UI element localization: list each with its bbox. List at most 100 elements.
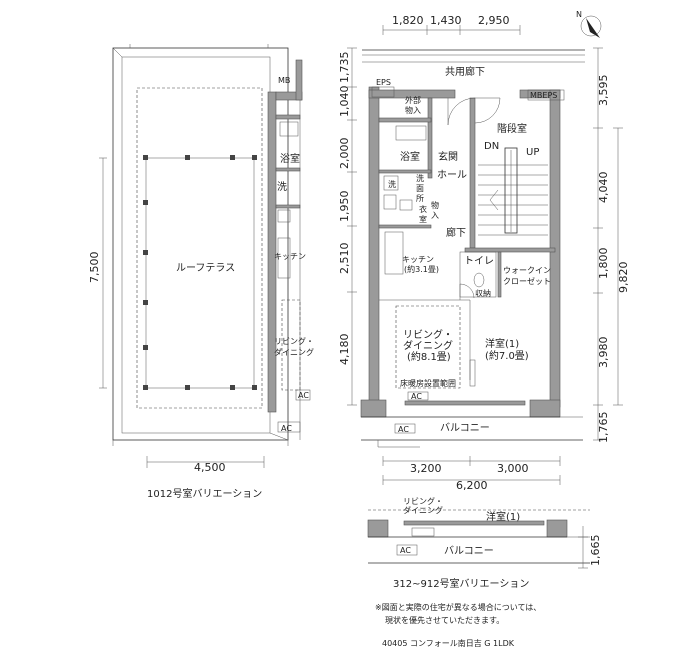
living-label-1: リビング・ (274, 336, 314, 346)
variation-dim: 1,665 (589, 535, 602, 567)
dim-top-2: 1,430 (430, 14, 462, 27)
dim-lines-bottom (382, 456, 561, 485)
kitchen-counter (384, 231, 404, 275)
eps-label: EPS (376, 78, 391, 87)
living-label-main-2: ダイニング (403, 339, 453, 352)
kitchen-label-2: (約3.1畳) (404, 264, 439, 274)
kitchen-label-1: キッチン (402, 255, 434, 264)
wardrobe-label-2: 室 (419, 214, 427, 224)
mbeps-box (527, 89, 565, 101)
compass-icon (580, 15, 602, 38)
unit-1012-caption: 1012号室バリエーション (147, 487, 262, 500)
variation-312-caption: 312~912号室バリエーション (393, 577, 529, 590)
dim-left-5: 2,510 (338, 243, 351, 275)
toilet-label: トイレ (464, 256, 494, 267)
closet-label-1: 物 (431, 200, 439, 210)
dim-right-6: 1,765 (597, 412, 610, 444)
dim-right-5: 3,980 (597, 337, 610, 369)
sink (383, 194, 397, 210)
floor-heating-label: 床暖房設置範囲 (400, 378, 456, 388)
toilet-bowl (473, 272, 485, 288)
walkin-label-1: ウォークイン (503, 266, 551, 275)
living-label-2: ダイニング (274, 347, 314, 357)
dim-1012-height: 7,500 (88, 252, 101, 284)
dim-left-2: 1,040 (338, 86, 351, 118)
mb-label: MB (278, 76, 290, 85)
footer-text: 40405 コンフォール南日吉 G 1LDK (382, 638, 515, 648)
note-line-2: 現状を優先させていただきます。 (385, 615, 504, 625)
note-line-1: ※図面と実際の住宅が異なる場合については、 (375, 602, 541, 612)
hall-label: ホール (437, 169, 467, 181)
up-label: UP (526, 147, 539, 158)
outdoor-storage-label-1: 外部 (405, 95, 421, 105)
variation-balcony-label: バルコニー (444, 545, 494, 557)
outdoor-storage-label-2: 物入 (405, 105, 421, 115)
stairwell-label: 階段室 (497, 122, 527, 135)
dim-left-1: 1,735 (338, 52, 351, 84)
washroom-label-1: 洗 (416, 173, 424, 183)
variation-living-label-2: ダイニング (403, 505, 443, 515)
toilet-door (459, 283, 475, 300)
dim-left-3: 2,000 (338, 138, 351, 170)
eps-box (371, 86, 395, 98)
entry-door (447, 97, 476, 126)
dim-lines-right (593, 47, 623, 441)
living-label-main-1: リビング・ (403, 328, 453, 341)
ac-label-1: AC (298, 391, 309, 400)
entrance-label: 玄関 (438, 150, 458, 163)
roof-terrace-label: ルーフテラス (176, 262, 235, 274)
stair-door (474, 97, 501, 124)
dim-right-1: 3,595 (597, 75, 610, 107)
laundry-label: 洗 (277, 181, 287, 193)
variation-western-label: 洋室(1) (486, 510, 520, 523)
western-label-2: (約7.0畳) (485, 349, 529, 362)
dim-bottom-1: 3,200 (410, 462, 442, 475)
bath-label: 浴室 (280, 152, 300, 165)
corridor-band (362, 49, 585, 63)
dim-lines-1012 (99, 157, 265, 468)
western-label-1: 洋室(1) (485, 337, 519, 350)
unit-walls (360, 86, 561, 418)
dim-left-4: 1,950 (338, 191, 351, 223)
dim-1012-width: 4,500 (194, 461, 226, 474)
living-dashed-area (395, 305, 461, 389)
dim-left-6: 4,180 (338, 334, 351, 366)
wash-basin (399, 199, 413, 211)
laundry-box (383, 175, 399, 191)
living-label-main-3: (約8.1畳) (407, 350, 451, 363)
storage-small-label: 収納 (475, 288, 491, 298)
unit-1012-plan (112, 44, 311, 446)
compass-label: N (576, 10, 582, 19)
dim-bottom-2: 3,000 (497, 462, 529, 475)
walkin-label-2: クローゼット (503, 276, 551, 286)
stairwell (478, 147, 548, 236)
dim-top-3: 2,950 (478, 14, 510, 27)
variation-ac-label: AC (400, 546, 411, 555)
kitchen-label: キッチン (274, 252, 306, 261)
balcony-label: バルコニー (440, 422, 490, 434)
wardrobe-label-1: 衣 (419, 204, 427, 214)
dn-label: DN (484, 141, 499, 152)
hallway-label: 廊下 (446, 226, 466, 239)
washroom-label-3: 所 (416, 193, 424, 203)
mbeps-label: MBEPS (530, 91, 557, 100)
ac-label-main-1: AC (411, 392, 422, 401)
dim-right-2: 4,040 (597, 172, 610, 204)
dim-top-1: 1,820 (392, 14, 424, 27)
closet-label-2: 入 (431, 211, 439, 220)
ac-label-main-2: AC (398, 425, 409, 434)
dim-lines-left (347, 47, 357, 406)
corridor-label: 共用廊下 (445, 65, 485, 78)
variation-living-label-1: リビング・ (403, 496, 443, 506)
dim-lines-top (382, 25, 521, 35)
laundry-label-main: 洗 (388, 179, 396, 189)
ac-label-2: AC (281, 424, 292, 433)
dim-right-3: 1,800 (597, 248, 610, 280)
washroom-label-2: 面 (416, 184, 424, 193)
dim-bottom-3: 6,200 (456, 479, 488, 492)
toilet-room (459, 251, 497, 298)
bathtub (395, 125, 427, 141)
variation-312-plan (367, 509, 590, 569)
sliding-door (469, 359, 476, 387)
